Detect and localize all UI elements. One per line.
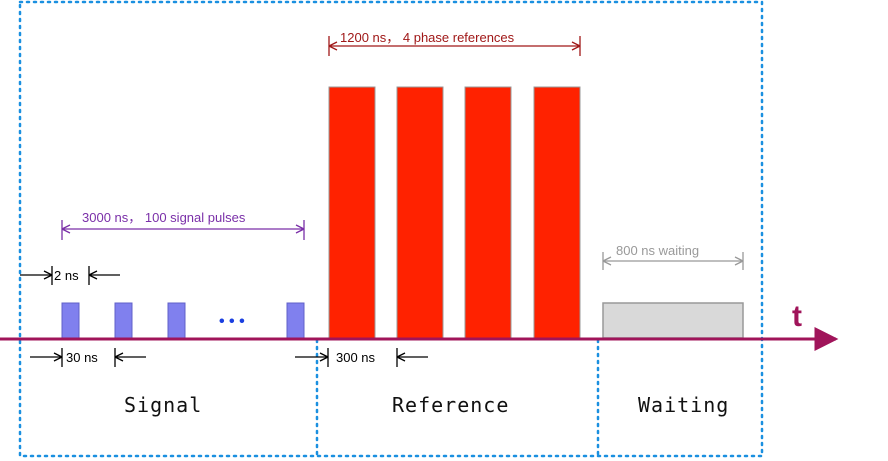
signal-pulse xyxy=(286,302,305,339)
section-label-reference: Reference xyxy=(392,393,509,417)
signal-pulse xyxy=(61,302,80,339)
signal-pulses xyxy=(61,302,305,339)
reference-period-annotation xyxy=(295,348,428,367)
reference-period-label: 300 ns xyxy=(336,350,376,365)
reference-span-label: 1200 ns， 4 phase references xyxy=(340,30,515,45)
reference-pulse xyxy=(328,86,376,340)
reference-pulse xyxy=(464,86,512,340)
pulse-width-label: 2 ns xyxy=(54,268,79,283)
signal-pulse xyxy=(167,302,186,339)
signal-pulse xyxy=(114,302,133,339)
section-boundaries xyxy=(18,0,764,458)
reference-span-annotation xyxy=(328,36,581,56)
reference-pulses xyxy=(328,86,581,340)
reference-pulse xyxy=(396,86,444,340)
time-axis-label: t xyxy=(792,300,802,333)
section-label-waiting: Waiting xyxy=(638,393,729,417)
signal-span-annotation xyxy=(61,220,305,240)
reference-pulse xyxy=(533,86,581,340)
waiting-span-annotation xyxy=(602,252,744,270)
section-label-signal: Signal xyxy=(124,393,202,417)
outer-frame xyxy=(18,0,764,458)
signal-span-label: 3000 ns， 100 signal pulses xyxy=(82,210,246,225)
pulse-period-label: 30 ns xyxy=(66,350,98,365)
pulse-width-annotation xyxy=(20,266,120,285)
waiting-span-label: 800 ns waiting xyxy=(616,243,699,258)
ellipsis-dots: • • • xyxy=(219,313,245,330)
waiting-block xyxy=(602,302,744,339)
pulse-period-annotation xyxy=(30,348,146,367)
